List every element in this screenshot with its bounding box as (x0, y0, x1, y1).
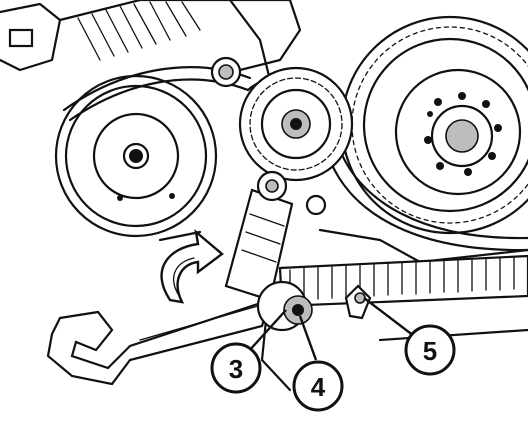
adjuster-bolt (344, 284, 372, 320)
engine-housing (0, 0, 528, 392)
callout-4: 4 (292, 360, 344, 412)
tensioner-pulley (238, 66, 354, 182)
leader-lines (247, 297, 415, 361)
callout-5: 5 (404, 324, 456, 376)
callout-3-label: 3 (229, 354, 243, 384)
callout-3-circle (210, 342, 262, 394)
callout-5-label: 5 (423, 336, 437, 366)
rotation-arrow (160, 228, 224, 304)
callout-4-label: 4 (311, 372, 326, 402)
callout-3: 3 (210, 342, 262, 394)
callout-4-circle (292, 360, 344, 412)
wrench (46, 280, 313, 386)
crankshaft-belt (278, 254, 528, 308)
idler-pulley (54, 74, 218, 238)
camshaft-sprocket (340, 15, 528, 235)
callout-5-circle (404, 324, 456, 376)
mounting-bolt (210, 56, 327, 216)
